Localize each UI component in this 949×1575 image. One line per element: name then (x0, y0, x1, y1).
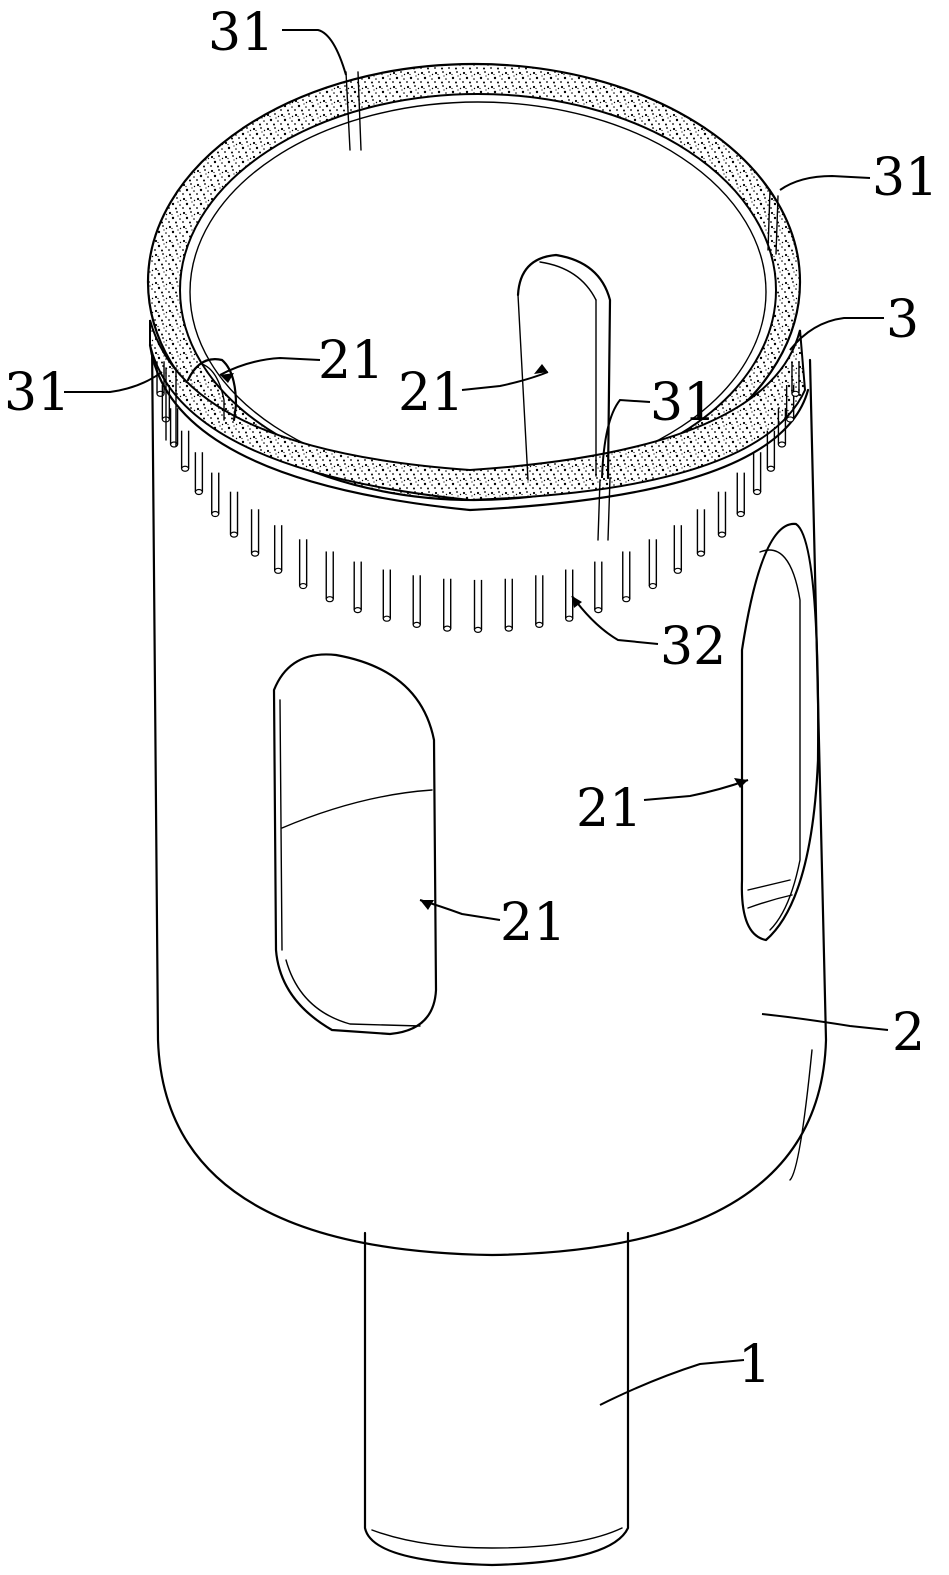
chip-slot-inner-left (186, 358, 238, 422)
cooling-hole (717, 491, 727, 538)
cooling-hole (766, 430, 776, 472)
leader-2 (761, 1013, 889, 1031)
cooling-hole (673, 525, 683, 574)
cooling-hole (473, 579, 483, 634)
slit-front (597, 477, 611, 541)
cooling-hole (382, 569, 391, 622)
reference-labels: 31 31 3 31 21 21 31 32 21 21 2 1 (4, 3, 938, 1395)
cutting-ring (146, 62, 810, 512)
label-1: 1 (738, 1335, 771, 1395)
slit-top (345, 71, 362, 151)
label-3: 3 (886, 290, 919, 350)
label-32: 32 (660, 617, 726, 677)
cooling-hole (736, 472, 745, 518)
leader-31-right (779, 174, 871, 191)
cooling-hole (696, 509, 706, 557)
cooling-hole (325, 551, 334, 603)
leader-lines (64, 29, 889, 1406)
cooling-hole (273, 525, 283, 574)
leader-31-front (601, 398, 651, 479)
shank (363, 1231, 630, 1567)
chip-slots (186, 253, 820, 1036)
cooling-hole (535, 575, 544, 629)
label-21-inner-left: 21 (318, 331, 384, 391)
drill-body (150, 338, 828, 1257)
cooling-hole (594, 561, 603, 614)
cooling-hole (565, 569, 574, 622)
cooling-hole (785, 385, 795, 423)
label-31-front: 31 (650, 373, 716, 433)
leader-21-back (461, 371, 549, 391)
cooling-hole (194, 452, 204, 496)
leader-31-left (64, 371, 163, 393)
label-2: 2 (892, 1003, 925, 1063)
leader-32 (571, 595, 659, 645)
cooling-hole (504, 578, 513, 632)
label-31-left: 31 (4, 363, 70, 423)
cooling-hole (180, 430, 190, 472)
cooling-hole (353, 561, 362, 614)
cooling-hole (250, 509, 260, 557)
label-31-top: 31 (208, 3, 274, 63)
slit-left (165, 367, 177, 447)
cooling-hole (298, 539, 308, 590)
cooling-hole (648, 539, 658, 590)
label-21-back: 21 (398, 363, 464, 423)
cooling-hole (412, 575, 421, 629)
cooling-hole (752, 452, 762, 496)
chip-slot-front (272, 653, 438, 1036)
cooling-hole (622, 551, 631, 603)
label-21-right: 21 (576, 779, 642, 839)
chip-slot-right (740, 522, 820, 942)
cooling-hole (791, 361, 800, 397)
chip-slot-back (516, 253, 612, 481)
cooling-hole (443, 578, 452, 632)
leader-31-top (282, 29, 347, 76)
label-21-front: 21 (500, 893, 566, 953)
label-31-right: 31 (872, 148, 938, 208)
leader-1 (599, 1359, 745, 1406)
leader-21-right (643, 779, 749, 801)
slit-right (767, 189, 779, 255)
cooling-hole (229, 491, 239, 538)
slits (165, 71, 779, 541)
cooling-hole (777, 408, 787, 448)
leader-21-inner-left (219, 356, 321, 376)
leader-3 (789, 317, 884, 351)
cooling-hole (211, 472, 220, 518)
